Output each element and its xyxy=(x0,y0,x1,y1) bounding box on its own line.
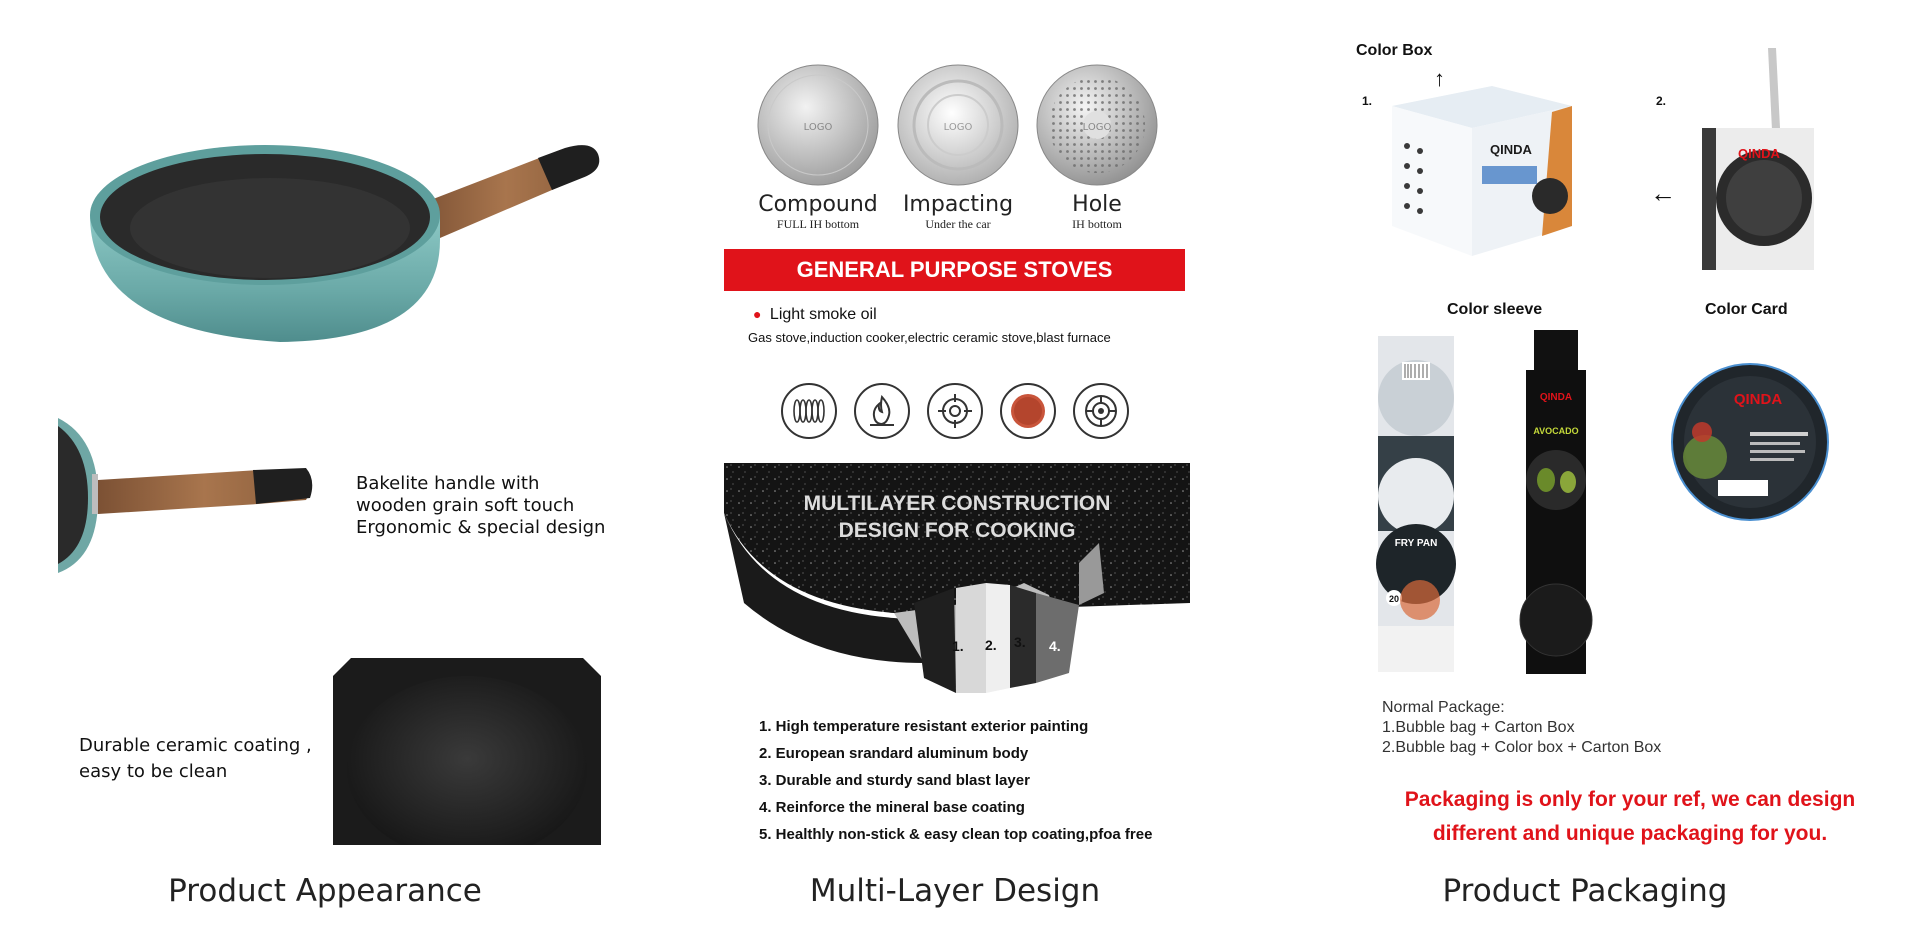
arrow-up-icon: ↑ xyxy=(1434,66,1445,91)
disc-subtitle: IH bottom xyxy=(1072,217,1122,231)
disc-compound-image: LOGO xyxy=(757,64,879,186)
disc-title: Impacting xyxy=(902,192,1014,217)
coating-line-1: Durable ceramic coating , xyxy=(79,735,312,756)
color-sleeve-2-image: QINDA AVOCADO xyxy=(1519,330,1593,674)
disc-logo-3: LOGO xyxy=(1083,122,1112,133)
normal-package-title: Normal Package: xyxy=(1382,699,1505,716)
disc-title: Compound xyxy=(758,192,878,217)
color-card-label: Color Card xyxy=(1705,301,1788,318)
caption-multi-layer-design: Multi-Layer Design xyxy=(809,873,1101,909)
step-1-label: 1. xyxy=(1362,94,1373,108)
color-card-brand: QINDA xyxy=(1734,391,1783,408)
layer-marker-5: 5. xyxy=(1087,651,1099,667)
bullet-dot-icon: ● xyxy=(753,306,762,322)
cross-section-image xyxy=(724,463,1190,708)
list-item: 1. High temperature resistant exterior p… xyxy=(759,718,1089,735)
color-card-image: QINDA xyxy=(1671,363,1829,521)
general-purpose-stoves-banner: GENERAL PURPOSE STOVES xyxy=(724,249,1185,291)
ceramic-plate-icon xyxy=(1000,383,1056,439)
stove-icons-row xyxy=(781,383,1129,439)
cross-section-title-line-2: DESIGN FOR COOKING xyxy=(838,519,1076,542)
disc-impacting-image: LOGO xyxy=(897,64,1019,186)
normal-package-option-1: 1.Bubble bag + Carton Box xyxy=(1382,719,1575,736)
disc-label-impacting: Impacting Under the car xyxy=(878,192,1038,232)
packaging-note-line-1: Packaging is only for your ref, we can d… xyxy=(1404,788,1856,811)
induction-coil-icon xyxy=(781,383,837,439)
layer-list: 1. High temperature resistant exterior p… xyxy=(759,713,1152,848)
pan-in-box-image: QINDA xyxy=(1702,48,1814,270)
list-item: 4. Reinforce the mineral base coating xyxy=(759,799,1025,816)
disc-label-hole: Hole IH bottom xyxy=(1017,192,1177,232)
list-item: 3. Durable and sturdy sand blast layer xyxy=(759,772,1030,789)
disc-logo-1: LOGO xyxy=(804,122,833,133)
caption-product-appearance: Product Appearance xyxy=(168,873,482,909)
layer-marker-2: 2. xyxy=(985,637,997,653)
handle-line-1: Bakelite handle with xyxy=(356,473,540,494)
normal-package-info: Normal Package: 1.Bubble bag + Carton Bo… xyxy=(1382,698,1661,758)
handle-description: Bakelite handle with wooden grain soft t… xyxy=(356,473,605,539)
color-box-brand: QINDA xyxy=(1490,142,1533,157)
coating-line-2: easy to be clean xyxy=(79,761,228,782)
color-box-label: Color Box xyxy=(1356,42,1433,59)
color-sleeve-label: Color sleeve xyxy=(1447,301,1543,318)
stove-types-text: Gas stove,induction cooker,electric cera… xyxy=(748,330,1111,345)
color-box-image: QINDA xyxy=(1392,86,1572,256)
cross-section-title-line-1: MULTILAYER CONSTRUCTION xyxy=(803,492,1111,515)
layer-marker-1: 1. xyxy=(952,638,964,654)
gas-burner-icon xyxy=(927,383,983,439)
disc-subtitle: FULL IH bottom xyxy=(776,217,860,231)
caption-product-packaging: Product Packaging xyxy=(1442,873,1728,909)
arrow-left-icon: ← xyxy=(1650,178,1676,208)
disc-logo-2: LOGO xyxy=(944,122,973,133)
list-item: 2. European srandard aluminum body xyxy=(759,745,1029,762)
coating-description: Durable ceramic coating , easy to be cle… xyxy=(79,733,312,785)
handle-line-3: Ergonomic & special design xyxy=(356,517,606,538)
step-2-label: 2. xyxy=(1656,94,1667,108)
bullet-text: Light smoke oil xyxy=(769,306,877,323)
packaging-note: Packaging is only for your ref, we can d… xyxy=(1365,783,1895,851)
sleeve-brand: QINDA xyxy=(1540,392,1572,403)
color-sleeve-1-image: 20 FRY PAN xyxy=(1376,336,1456,672)
layer-marker-4: 4. xyxy=(1049,638,1061,654)
normal-package-option-2: 2.Bubble bag + Color box + Carton Box xyxy=(1382,739,1662,756)
halogen-icon xyxy=(1073,383,1129,439)
pan-box-brand: QINDA xyxy=(1738,146,1781,161)
cross-section-title: MULTILAYER CONSTRUCTION DESIGN FOR COOKI… xyxy=(724,490,1190,544)
disc-title: Hole xyxy=(1072,192,1122,217)
disc-label-compound: Compound FULL IH bottom xyxy=(738,192,898,232)
handle-detail-image xyxy=(58,418,313,573)
coating-closeup-image xyxy=(333,658,601,845)
light-smoke-oil-bullet: ● Light smoke oil xyxy=(753,306,877,324)
sleeve-avocado-text: AVOCADO xyxy=(1533,426,1578,436)
frying-pan-image xyxy=(90,145,600,342)
layer-marker-3: 3. xyxy=(1014,634,1026,650)
sleeve-size-number: 20 xyxy=(1389,594,1399,604)
handle-line-2: wooden grain soft touch xyxy=(356,495,575,516)
list-item: 5. Healthly non-stick & easy clean top c… xyxy=(759,826,1153,843)
gas-flame-icon xyxy=(854,383,910,439)
disc-subtitle: Under the car xyxy=(925,217,991,231)
sleeve-fry-pan-text: FRY PAN xyxy=(1395,538,1438,549)
disc-hole-image: LOGO xyxy=(1036,64,1158,186)
packaging-note-line-2: different and unique packaging for you. xyxy=(1432,822,1828,845)
